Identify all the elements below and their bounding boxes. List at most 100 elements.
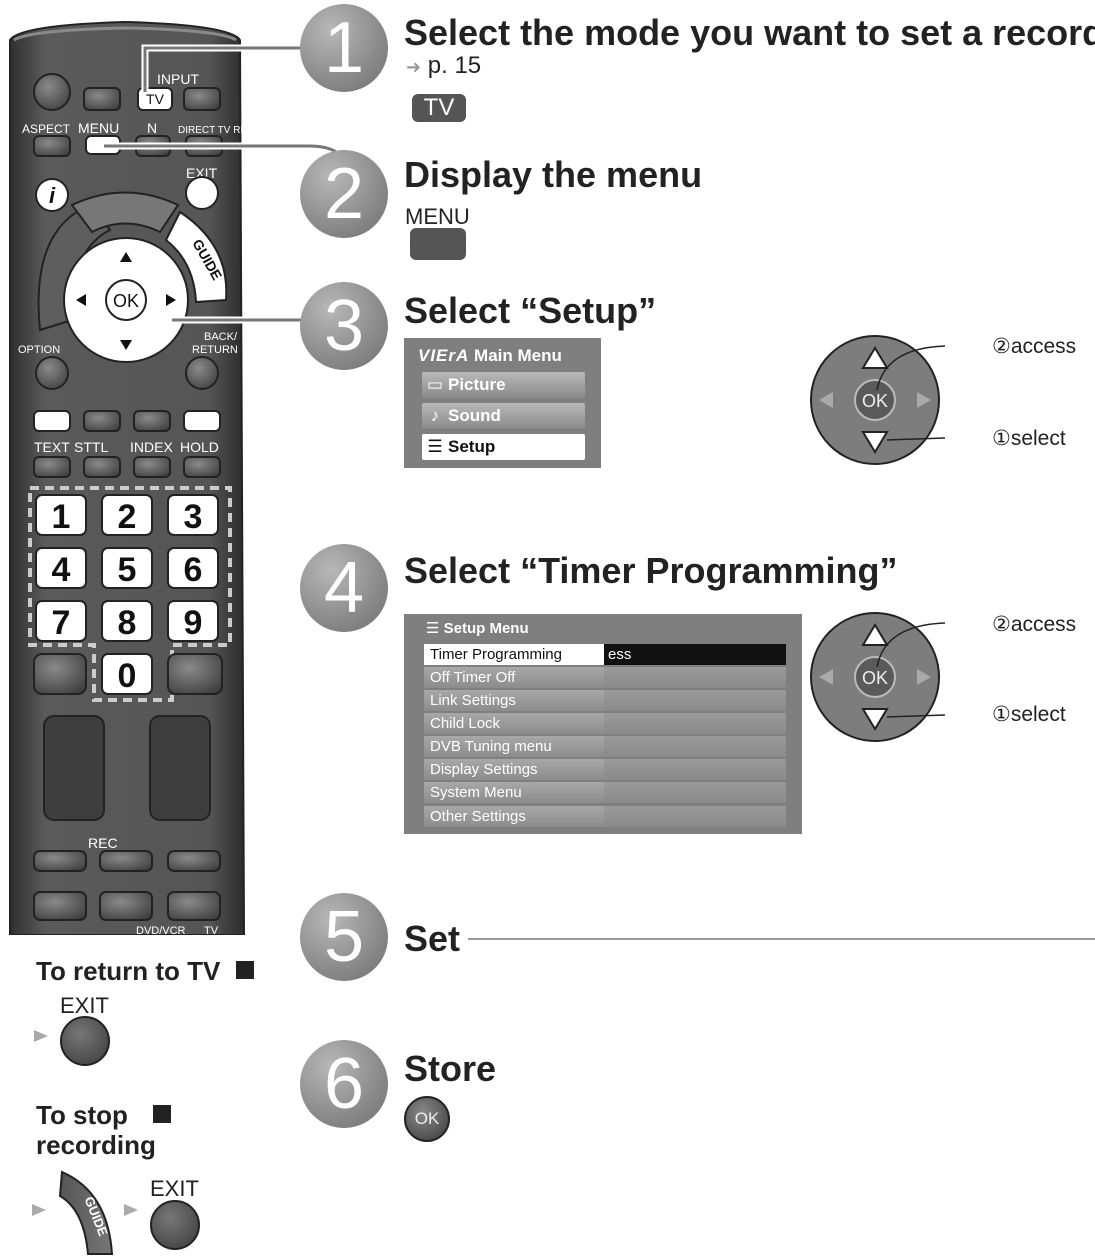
info-icon: i (49, 183, 56, 208)
back-label: BACK/ (204, 331, 238, 343)
main-menu-item-picture[interactable]: ▭Picture (422, 372, 585, 398)
up-arrow-icon[interactable] (120, 252, 132, 262)
down-arrow-icon (861, 708, 889, 731)
list-icon: ☰ (426, 620, 440, 637)
setup-menu-item-value (604, 736, 786, 757)
setup-menu-item-label: Timer Programming (424, 644, 604, 665)
arrow-right-icon (124, 1204, 138, 1216)
main-menu-header: VIErA Main Menu (418, 346, 562, 366)
dpad-graphic-step3: OK (810, 335, 946, 465)
hold-button[interactable] (183, 456, 221, 478)
menu-key[interactable] (410, 228, 466, 260)
play-button[interactable] (99, 891, 153, 921)
setup-menu-item-value (604, 667, 786, 688)
ok-button-graphic (854, 656, 896, 698)
main-menu-panel: VIErA Main Menu ▭Picture ♪Sound ☰Setup (404, 338, 601, 468)
digit-9: 9 (184, 604, 203, 642)
step-5-title: Set (404, 918, 461, 959)
setup-menu-item-display-settings[interactable]: Display Settings (424, 759, 786, 780)
forward-button[interactable] (167, 850, 221, 872)
digit-1: 1 (52, 498, 71, 536)
setup-menu-item-value (604, 782, 786, 803)
sttl-label: STTL (74, 439, 108, 455)
info-button[interactable] (35, 178, 69, 212)
rewind-button[interactable] (33, 850, 87, 872)
right-arrow-icon[interactable] (166, 294, 176, 306)
option-button[interactable] (35, 356, 69, 390)
exit-label: EXIT (186, 165, 218, 181)
top-arc-button[interactable] (70, 191, 180, 234)
step-4-number: 4 (300, 544, 388, 632)
option-label: OPTION (18, 344, 60, 356)
setup-menu-item-timer-programming[interactable]: Timer Programming ess (424, 644, 786, 665)
power-button[interactable] (33, 73, 71, 111)
setup-menu-item-off-timer[interactable]: Off Timer Off (424, 667, 786, 688)
setup-menu-item-label: Off Timer Off (424, 667, 604, 688)
dvd-vcr-label: DVD/VCR (136, 925, 186, 935)
main-menu-item-setup[interactable]: ☰Setup (422, 434, 585, 460)
exit-key[interactable] (60, 1016, 110, 1066)
aspect-button[interactable] (33, 135, 71, 157)
left-arrow-icon (819, 669, 833, 685)
exit-button[interactable] (185, 176, 219, 210)
digit-7: 7 (52, 604, 71, 642)
n-label: N (147, 120, 157, 136)
right-of-zero-button[interactable] (167, 653, 223, 695)
square-bullet-icon (153, 1105, 172, 1123)
access-label: ②access (992, 613, 1077, 636)
exit-key-2[interactable] (150, 1200, 200, 1250)
sttl-button[interactable] (83, 456, 121, 478)
main-menu-item-label: Setup (448, 437, 496, 456)
left-of-zero-button[interactable] (33, 653, 87, 695)
back-return-button[interactable] (185, 356, 219, 390)
left-arrow-icon[interactable] (76, 294, 86, 306)
step-4-title: Select “Timer Programming” (404, 550, 898, 591)
down-arrow-icon (861, 431, 889, 454)
input-button[interactable] (183, 87, 221, 111)
ok-button[interactable] (105, 279, 147, 321)
yellow-button[interactable] (133, 410, 171, 432)
ok-key[interactable]: OK (404, 1096, 450, 1142)
setup-menu-item-dvb-tuning[interactable]: DVB Tuning menu (424, 736, 786, 757)
digit-3: 3 (184, 498, 203, 536)
green-button[interactable] (83, 410, 121, 432)
setup-menu-item-child-lock[interactable]: Child Lock (424, 713, 786, 734)
digit-0: 0 (118, 657, 137, 695)
blue-button[interactable] (183, 410, 221, 432)
remote-control: TV INPUT ASPECT MENU N DIRECT TV REC i E… (9, 20, 250, 935)
main-menu-item-label: Picture (448, 375, 506, 394)
tv-key[interactable]: TV (412, 94, 466, 122)
setup-menu-item-value (604, 713, 786, 734)
guide-button[interactable] (164, 210, 228, 304)
step-1-title: Select the mode you want to set a record (404, 12, 1095, 53)
tv-button[interactable] (137, 87, 173, 111)
skip-back-button[interactable] (33, 891, 87, 921)
index-button[interactable] (133, 456, 171, 478)
setup-menu-item-link-settings[interactable]: Link Settings (424, 690, 786, 711)
blank-button[interactable] (83, 87, 121, 111)
channel-rocker[interactable] (149, 715, 211, 821)
setup-menu-item-system-menu[interactable]: System Menu (424, 782, 786, 803)
digit-4: 4 (52, 551, 71, 589)
main-menu-item-sound[interactable]: ♪Sound (422, 403, 585, 429)
skip-forward-button[interactable] (167, 891, 221, 921)
tv-bottom-label: TV (204, 925, 219, 935)
down-arrow-icon[interactable] (120, 340, 132, 350)
setup-menu-item-other-settings[interactable]: Other Settings (424, 806, 786, 827)
step-3-title: Select “Setup” (404, 290, 657, 331)
exit-key-label: EXIT (60, 993, 109, 1018)
return-label: RETURN (192, 344, 238, 356)
text-button[interactable] (33, 456, 71, 478)
rec-button[interactable] (99, 850, 153, 872)
ok-button-graphic (854, 379, 896, 421)
guide-key[interactable]: GUIDE (56, 1166, 118, 1258)
select-label: ①select (992, 703, 1066, 726)
volume-rocker[interactable] (43, 715, 105, 821)
right-arrow-icon (917, 392, 931, 408)
setup-menu-item-value (604, 759, 786, 780)
setup-menu-item-label: Link Settings (424, 690, 604, 711)
right-arrow-icon (917, 669, 931, 685)
ok-label: OK (862, 391, 888, 411)
step-3-number: 3 (300, 282, 388, 370)
red-button[interactable] (33, 410, 71, 432)
